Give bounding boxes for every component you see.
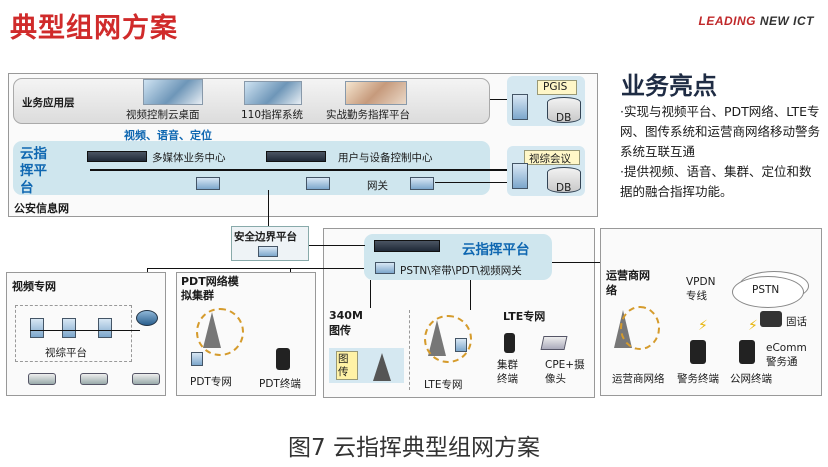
pgis-tag [537,80,577,95]
lightning-icon-1: ⚡ [698,318,708,334]
bottom-gateway-label: PSTN\窄带\PDT\视频网关 [400,265,522,277]
pgis-db-label: DB [556,112,572,124]
media-center-label: 多媒体业务中心 [152,152,226,164]
video-server-icon-2 [62,318,76,338]
security-device-icon [258,246,278,257]
video-platform-line [30,330,140,331]
video-platform-dashed-box [15,305,132,362]
media-center-server-icon [87,151,147,162]
videoconf-db-label: DB [556,182,572,194]
cluster-terminal-icon [504,333,515,353]
video-server-icon-3 [98,318,112,338]
brand-part-a: LEADING [698,14,760,28]
fixed-phone-label: 固话 [786,316,807,328]
pdt-net-label: PDT专网 [190,376,232,388]
cloud-command-label: 云指挥平台 [20,146,47,196]
services-label: 视频、语音、定位 [124,129,212,142]
cluster-terminal-label: 集群终端 [497,359,518,385]
cpe-label: CPE+摄像头 [545,359,585,385]
page-title: 典型组网方案 [10,13,178,44]
figure-caption: 图7 云指挥典型组网方案 [288,435,540,461]
videoconf-database-icon [547,167,581,193]
app-label-2: 实战勤务指挥平台 [326,109,410,121]
vpdn-label: VPDN专线 [686,276,716,302]
video-server-icon-1 [30,318,44,338]
bottom-gateway-icon [375,262,395,274]
cpe-icon [540,336,568,350]
user-control-server-icon [266,151,326,162]
public-terminal-icon [739,340,755,364]
highlights-list: ·实现与视频平台、PDT网络、LTE专网、图传系统和运营商网络移动警务系统互联互… [620,102,820,202]
brand-logo: LEADING NEW ICT [698,14,814,28]
public-terminal-label: 公网终端 [730,373,772,385]
pgis-label: PGIS [543,81,568,93]
lte-orbit [424,315,472,363]
ecomm-label: eComm警务通 [766,342,807,368]
highlight-item-0: ·实现与视频平台、PDT网络、LTE专网、图传系统和运营商网络移动警务系统互联互… [620,104,821,159]
lte-net-label: LTE专网 [424,379,463,391]
gateway-icon [410,177,434,190]
pgis-db-line [490,99,508,100]
carrier-label: 运营商网络 [606,269,650,297]
carrier-net-label: 运营商网络 [612,373,665,385]
pgis-database-icon [547,97,581,123]
police-network-label: 公安信息网 [14,202,69,215]
m340-tower-icon [373,353,391,381]
tuchuan-label: 图传 [338,353,349,378]
camera-icon-2 [80,373,108,385]
pgis-server-icon [512,94,528,120]
app-layer-label: 业务应用层 [22,97,75,109]
app-label-1: 110指挥系统 [241,109,304,121]
videoconf-label: 视综会议 [529,153,571,165]
user-control-label: 用户与设备控制中心 [338,152,433,164]
pstn-cloud-icon [732,276,804,308]
camera-icon-3 [132,373,160,385]
video-network-label: 视频专网 [12,280,56,293]
bottom-cloud-label: 云指挥平台 [462,242,530,258]
app-thumbnail-video-desktop [143,79,203,105]
switch-icon-2 [306,177,330,190]
pstn-label: PSTN [752,284,780,296]
pdt-base-icon [191,352,203,366]
lte-base-icon [455,338,467,352]
security-boundary-label: 安全边界平台 [234,231,297,243]
police-terminal-icon [690,340,706,364]
pdt-orbit [196,308,244,356]
m340-divider [409,310,411,390]
pdt-label: PDT网络模拟集群 [181,275,239,302]
cloud-bus-line [90,169,560,171]
highlights-title: 业务亮点 [621,72,717,100]
app-thumbnail-duty [345,81,407,105]
security-link-line [268,190,269,226]
app-thumbnail-110 [244,81,302,105]
lte-label: LTE专网 [503,310,546,323]
pdt-terminal-label: PDT终端 [259,378,301,390]
m340-label: 340M图传 [329,309,363,337]
lightning-icon-2: ⚡ [748,318,758,334]
videoconf-server-icon [512,163,528,189]
bottom-cloud-server-icon [374,240,440,252]
bus-line-lte [470,280,471,310]
videoconf-line [435,182,508,183]
videoconf-tag [524,150,580,165]
pdt-terminal-icon [276,348,290,370]
highlight-item-1: ·提供视频、语音、集群、定位和数据的融合指挥功能。 [620,164,812,199]
router-icon [136,310,158,326]
brand-part-b: NEW ICT [759,14,814,28]
bus-line-left [147,268,364,269]
tuchuan-tag [336,351,358,380]
carrier-orbit [620,306,660,350]
app-label-0: 视频控制云桌面 [126,109,200,121]
bottom-cloud-to-security-line [309,245,365,246]
fixed-phone-icon [760,311,782,327]
switch-icon-1 [196,177,220,190]
camera-icon-1 [28,373,56,385]
police-terminal-label: 警务终端 [677,373,719,385]
video-platform-label: 视综平台 [45,347,87,359]
bus-line-340m [370,280,371,308]
gateway-label: 网关 [367,180,388,192]
